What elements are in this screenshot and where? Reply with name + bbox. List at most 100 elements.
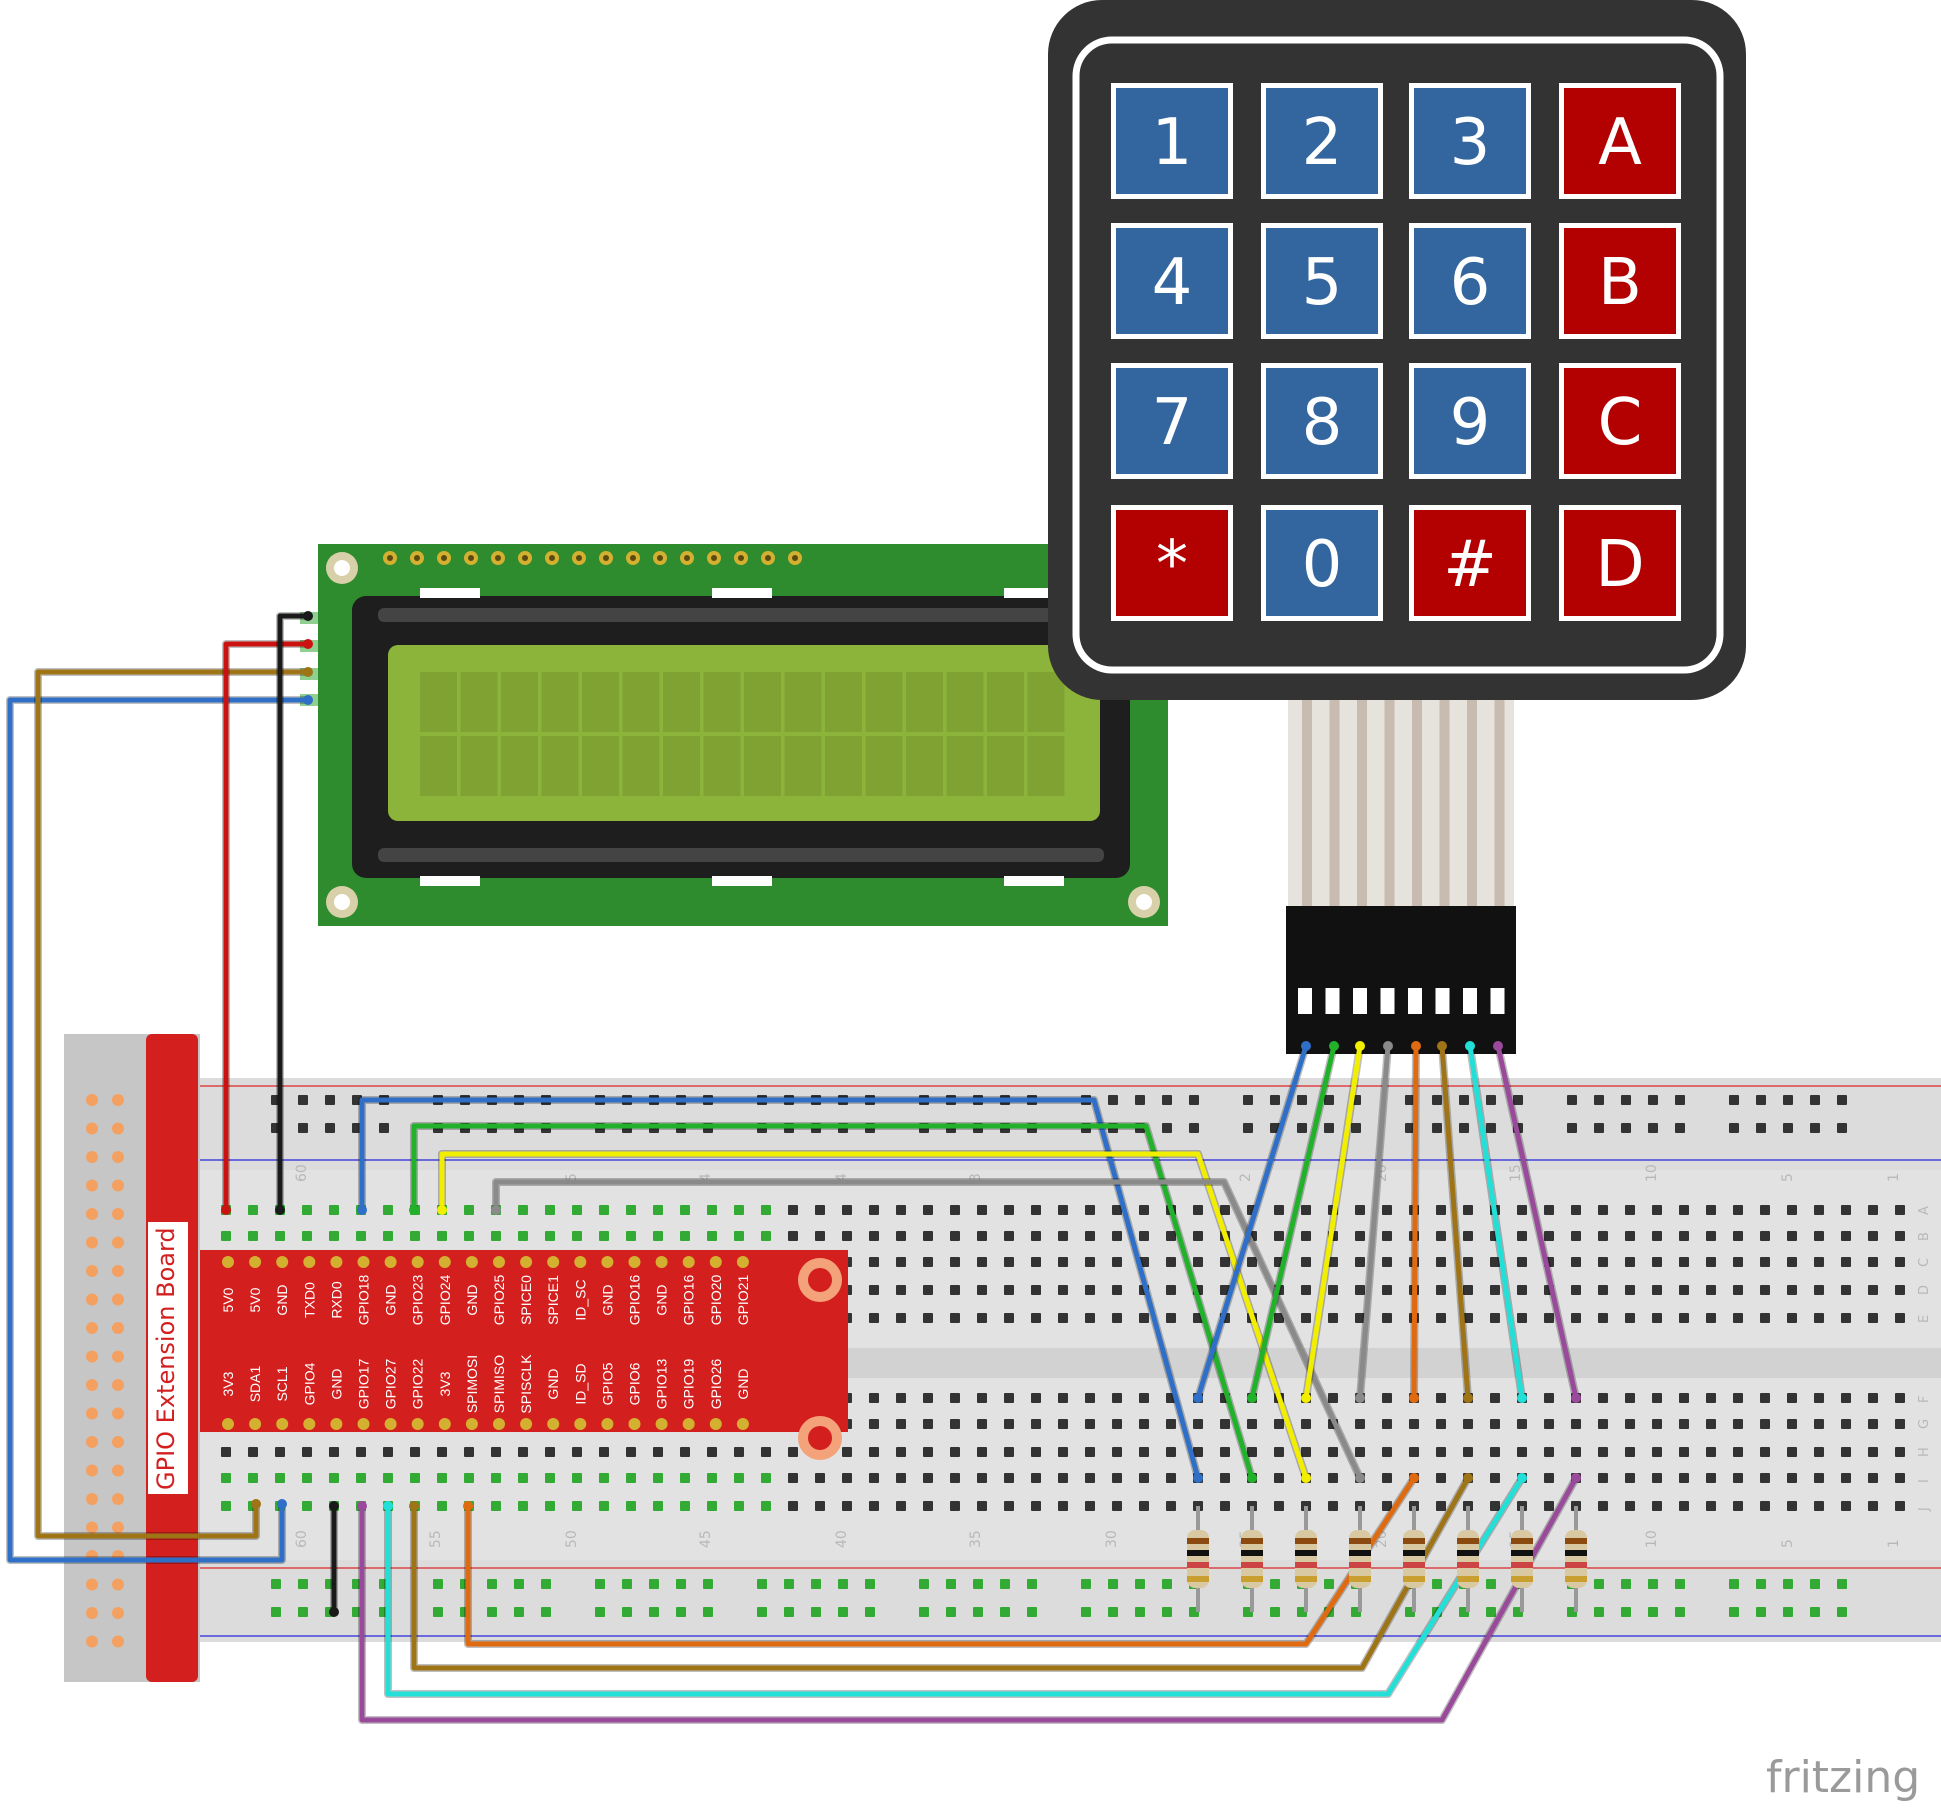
bb-hole xyxy=(329,1231,339,1241)
bb-hole xyxy=(1625,1393,1635,1403)
bb-hole xyxy=(1004,1285,1014,1295)
bb-hole xyxy=(680,1205,690,1215)
bb-hole xyxy=(1112,1231,1122,1241)
resistor-band xyxy=(1565,1538,1587,1544)
bb-hole xyxy=(1382,1501,1392,1511)
bb-column-number: 3 xyxy=(968,1173,984,1182)
bb-hole xyxy=(1895,1473,1905,1483)
bb-hole xyxy=(1760,1393,1770,1403)
bb-hole xyxy=(1594,1095,1604,1105)
gpio-pin xyxy=(520,1418,533,1430)
bb-hole xyxy=(1220,1419,1230,1429)
bb-hole xyxy=(1837,1095,1847,1105)
header-pin xyxy=(86,1635,98,1648)
gpio-bottom-pin-label: GND xyxy=(328,1368,344,1399)
gpio-pin xyxy=(357,1418,370,1430)
bb-hole xyxy=(707,1231,717,1241)
connector-slot xyxy=(1325,988,1340,1014)
bb-hole xyxy=(1112,1419,1122,1429)
bb-hole xyxy=(1463,1231,1473,1241)
bb-hole xyxy=(1868,1231,1878,1241)
bb-hole xyxy=(1787,1419,1797,1429)
bb-hole xyxy=(1247,1419,1257,1429)
bb-hole xyxy=(518,1473,528,1483)
bb-column-number: 5 xyxy=(1780,1173,1796,1182)
bb-hole xyxy=(1085,1313,1095,1323)
gpio-pin xyxy=(493,1418,505,1430)
resistor xyxy=(1187,1506,1209,1612)
wires xyxy=(6,611,1581,1724)
header-pin xyxy=(86,1407,98,1420)
bb-hole xyxy=(1837,1579,1847,1589)
bb-hole xyxy=(464,1205,474,1215)
bb-hole xyxy=(1567,1123,1577,1133)
bb-hole xyxy=(1166,1231,1176,1241)
bb-hole xyxy=(1274,1205,1284,1215)
bb-hole xyxy=(1490,1473,1500,1483)
keypad-key-label: 9 xyxy=(1450,386,1491,460)
resistor-band xyxy=(1295,1550,1317,1556)
keypad-key-label: * xyxy=(1156,528,1188,602)
bb-hole xyxy=(464,1447,474,1457)
bb-hole xyxy=(950,1447,960,1457)
bb-hole xyxy=(1355,1231,1365,1241)
bb-hole xyxy=(1760,1473,1770,1483)
bb-hole xyxy=(302,1473,312,1483)
gpio-pin xyxy=(276,1256,289,1268)
bb-hole xyxy=(1895,1257,1905,1267)
bb-hole xyxy=(1679,1257,1689,1267)
bb-hole xyxy=(1787,1501,1797,1511)
keypad-key: # xyxy=(1409,505,1531,621)
lcd-cell xyxy=(987,672,1024,732)
bb-hole xyxy=(1729,1123,1739,1133)
bb-row-letter: H xyxy=(1917,1447,1932,1457)
bb-hole xyxy=(707,1473,717,1483)
bb-hole xyxy=(1868,1393,1878,1403)
bb-hole xyxy=(869,1313,879,1323)
gpio-pin xyxy=(438,1256,451,1268)
bb-column-number: 55 xyxy=(428,1530,444,1548)
bb-hole xyxy=(1189,1095,1199,1105)
wire-sda xyxy=(7,697,308,1563)
resistor-band xyxy=(1565,1562,1587,1568)
bb-hole xyxy=(1679,1501,1689,1511)
resistor-band xyxy=(1511,1562,1533,1568)
gpio-pin xyxy=(709,1418,722,1430)
bb-hole xyxy=(1841,1447,1851,1457)
bb-hole xyxy=(703,1607,713,1617)
bb-hole xyxy=(1598,1501,1608,1511)
gpio-bottom-pin-label: GPIO22 xyxy=(410,1359,426,1410)
keypad-key-label: B xyxy=(1598,246,1642,320)
bb-hole xyxy=(1000,1579,1010,1589)
bb-row-letter: C xyxy=(1917,1258,1932,1267)
gpio-pin xyxy=(276,1418,289,1430)
bb-hole xyxy=(1409,1447,1419,1457)
bb-hole xyxy=(784,1579,794,1589)
bb-hole xyxy=(869,1447,879,1457)
bb-hole xyxy=(1679,1205,1689,1215)
bb-hole xyxy=(1733,1473,1743,1483)
bb-hole xyxy=(923,1285,933,1295)
bb-hole xyxy=(1085,1419,1095,1429)
bb-hole xyxy=(1760,1419,1770,1429)
bb-hole xyxy=(950,1285,960,1295)
bb-hole xyxy=(1621,1123,1631,1133)
resistor-band xyxy=(1349,1562,1371,1568)
bb-hole xyxy=(1301,1447,1311,1457)
bb-hole xyxy=(923,1393,933,1403)
bb-hole xyxy=(1436,1231,1446,1241)
bb-hole xyxy=(1405,1095,1415,1105)
bb-hole xyxy=(518,1501,528,1511)
bb-hole xyxy=(1031,1231,1041,1241)
bb-hole xyxy=(1189,1123,1199,1133)
keypad-key-label: # xyxy=(1443,528,1497,602)
bb-hole xyxy=(1490,1501,1500,1511)
bb-hole xyxy=(1135,1095,1145,1105)
bb-hole xyxy=(1895,1447,1905,1457)
bb-hole xyxy=(1729,1095,1739,1105)
bb-row-letter: I xyxy=(1917,1479,1932,1483)
bb-hole xyxy=(649,1579,659,1589)
bb-hole xyxy=(1108,1607,1118,1617)
